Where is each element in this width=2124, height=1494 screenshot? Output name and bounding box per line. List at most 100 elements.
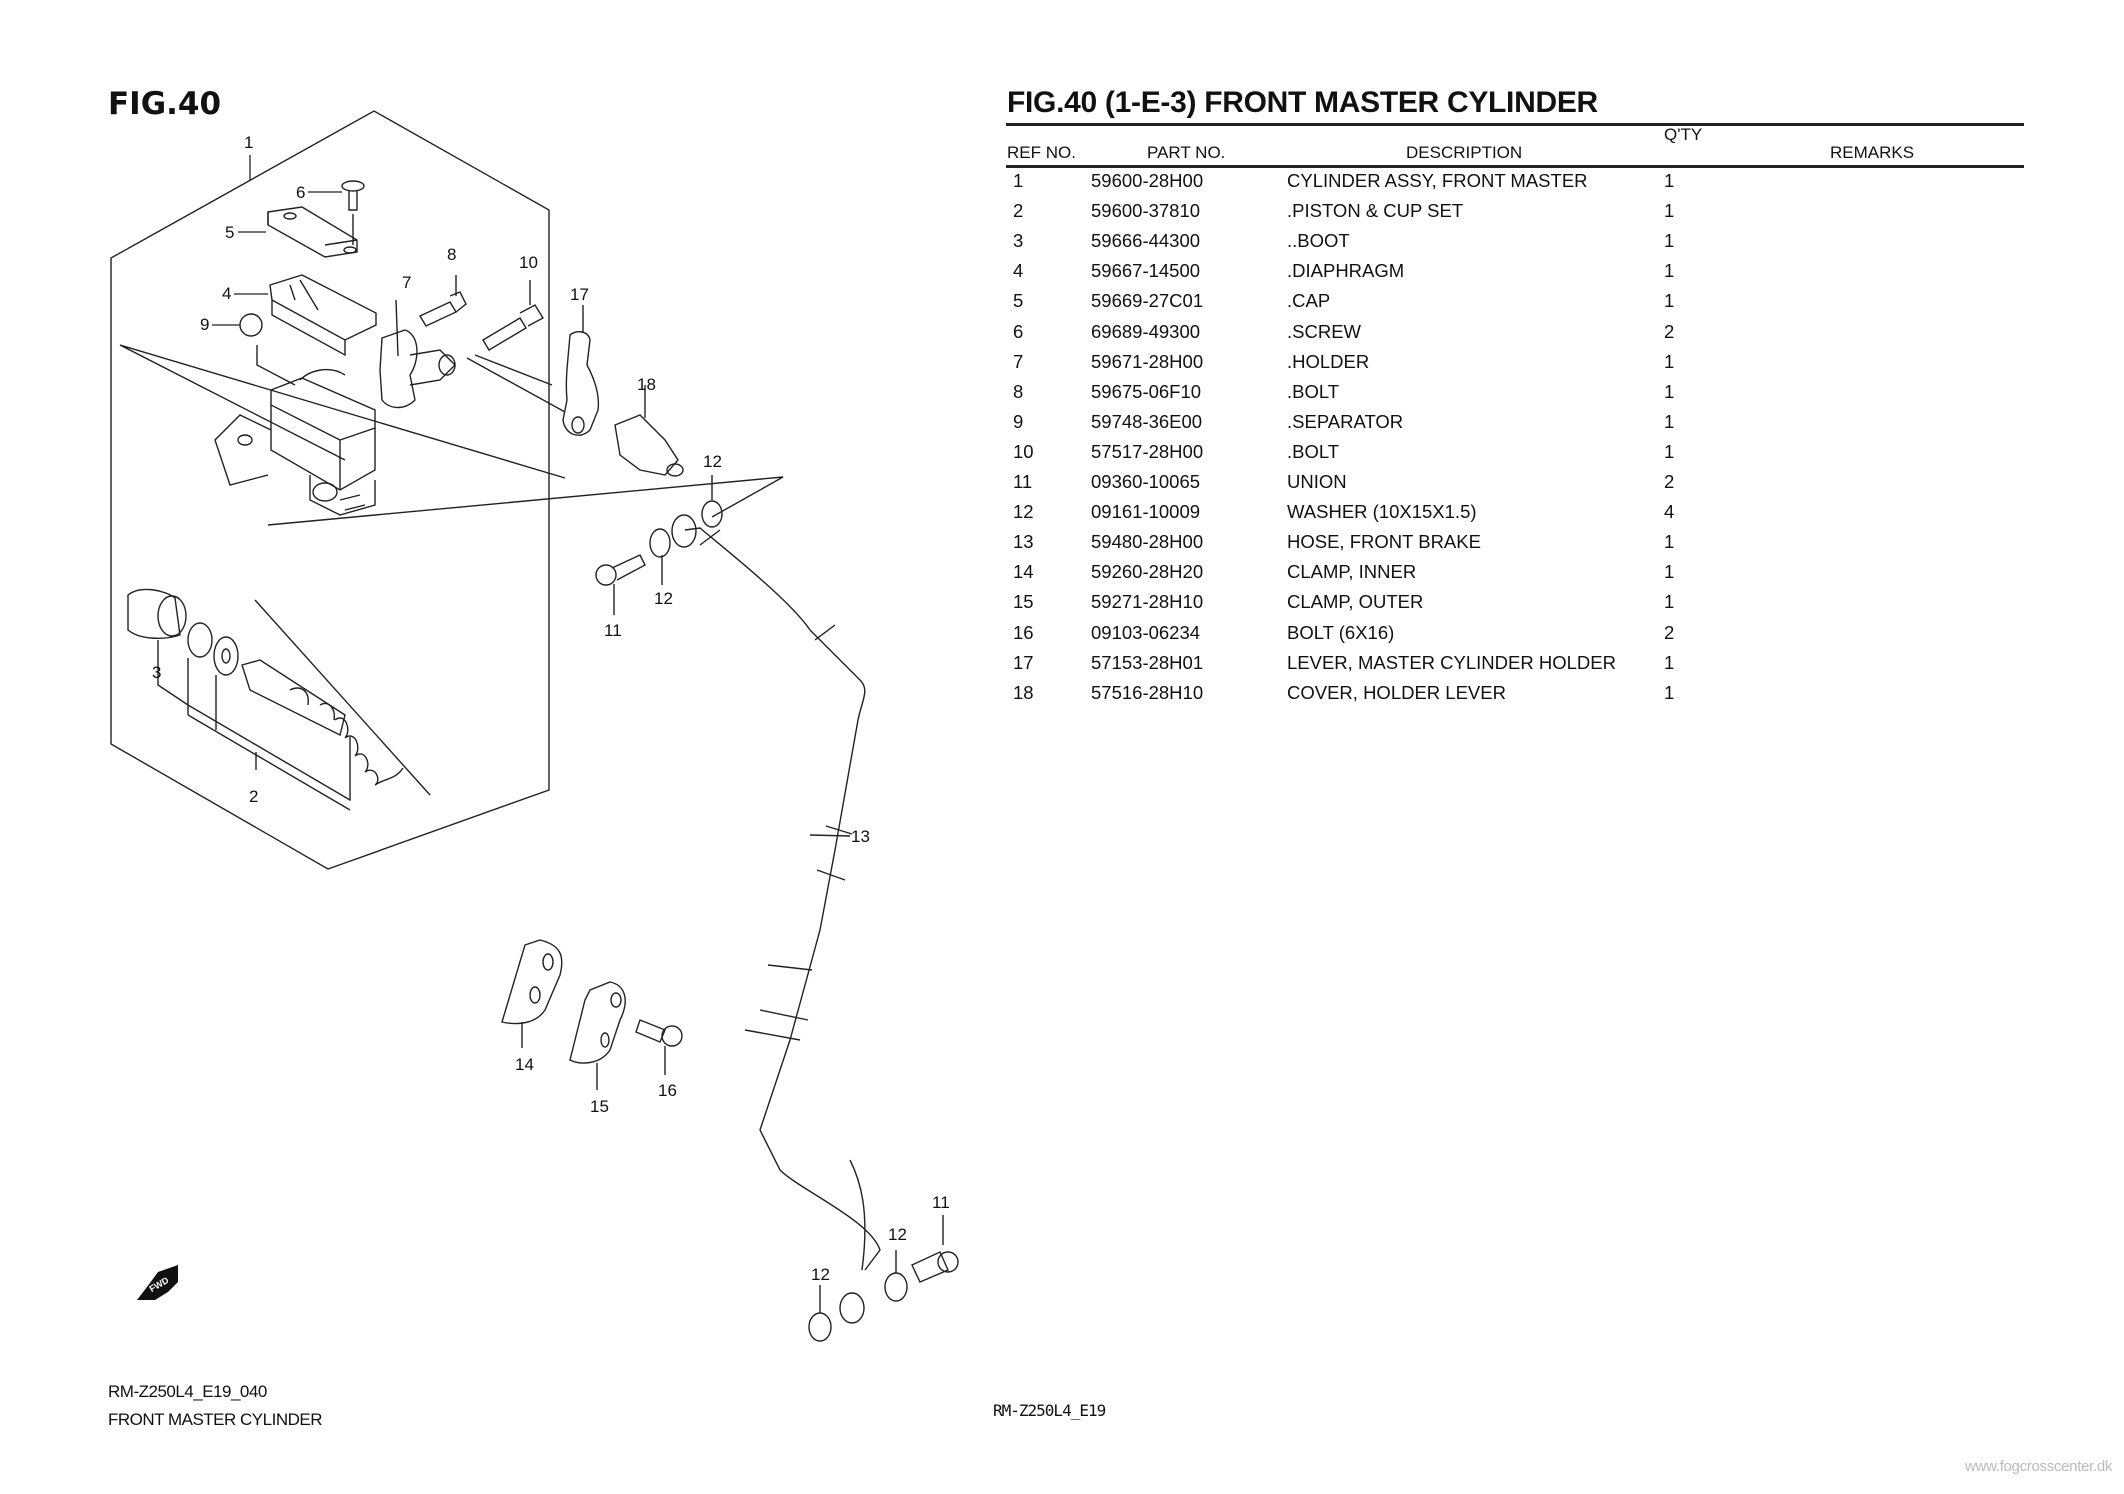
ref-no-cell: 6 <box>1013 320 1024 342</box>
description-cell: .PISTON & CUP SET <box>1287 200 1464 222</box>
qty-cell: 2 <box>1664 471 1675 492</box>
callout: 4 <box>222 284 231 303</box>
callout: 8 <box>447 245 456 264</box>
banjo-part <box>671 514 697 548</box>
callout: 18 <box>637 375 656 394</box>
brake-hose-part <box>684 527 881 1271</box>
qty-cell: 1 <box>1664 681 1675 703</box>
clamp-outer-part <box>569 981 626 1090</box>
qty-cell: 4 <box>1664 501 1675 523</box>
description-cell: .CAP <box>1287 290 1331 312</box>
header-ref-no: REF NO. <box>1007 143 1076 162</box>
description-cell: .SEPARATOR <box>1287 410 1404 432</box>
ref-no-cell: 7 <box>1013 350 1024 372</box>
description-cell: .BOLT <box>1287 440 1340 462</box>
qty-cell: 1 <box>1664 170 1675 191</box>
cap-part <box>267 206 358 258</box>
part-no-cell: 57153-28H01 <box>1091 651 1204 673</box>
description-cell: BOLT (6X16) <box>1287 621 1395 643</box>
callout: 12 <box>654 589 673 608</box>
qty-cell: 1 <box>1664 591 1675 613</box>
figure-label: FIG.40 <box>108 86 222 122</box>
table-row: 18 57516-28H10 COVER, HOLDER LEVER 1 <box>1006 682 1906 712</box>
qty-cell: 1 <box>1664 531 1675 553</box>
callout-labels: 1 6 5 4 9 7 8 10 17 18 12 12 11 3 2 13 1… <box>152 133 950 1284</box>
callout: 11 <box>932 1193 950 1212</box>
qty-cell: 1 <box>1664 651 1675 673</box>
header-part-no: PART NO. <box>1147 143 1226 162</box>
footer-page-name: FRONT MASTER CYLINDER <box>108 1410 323 1429</box>
qty-cell: 1 <box>1664 290 1675 312</box>
washer-12-part <box>808 1312 832 1342</box>
callout: 15 <box>590 1097 609 1116</box>
fwd-arrow-icon: FWD <box>137 1265 178 1300</box>
description-cell: HOSE, FRONT BRAKE <box>1287 531 1481 553</box>
qty-cell: 2 <box>1664 320 1675 342</box>
ref-no-cell: 4 <box>1013 260 1024 282</box>
qty-cell: 2 <box>1664 621 1675 643</box>
description-cell: CYLINDER ASSY, FRONT MASTER <box>1287 170 1588 191</box>
spring-part <box>334 717 404 786</box>
description-cell: ..BOOT <box>1287 230 1350 252</box>
callout: 9 <box>200 315 209 334</box>
ref-no-cell: 1 <box>1013 170 1024 191</box>
description-cell: .HOLDER <box>1287 350 1370 372</box>
part-no-cell: 57516-28H10 <box>1091 681 1204 703</box>
washer-12-part <box>649 528 671 558</box>
ref-no-cell: 5 <box>1013 290 1024 312</box>
table-row: 12 09161-10009 WASHER (10X15X1.5) 4 <box>1006 501 1906 531</box>
union-part <box>595 554 646 615</box>
footer-page-code: RM-Z250L4_E19_040 <box>108 1382 267 1401</box>
description-cell: COVER, HOLDER LEVER <box>1287 681 1506 703</box>
table-row: 6 69689-49300 .SCREW 2 <box>1006 321 1906 351</box>
description-cell: UNION <box>1287 471 1347 492</box>
description-cell: .SCREW <box>1287 320 1361 342</box>
description-cell: .BOLT <box>1287 380 1340 402</box>
clamp-inner-part <box>501 939 563 1048</box>
union-bottom-part <box>911 1215 959 1283</box>
part-no-cell: 59669-27C01 <box>1091 290 1204 312</box>
description-cell: CLAMP, OUTER <box>1287 591 1424 613</box>
part-no-cell: 59671-28H00 <box>1091 350 1204 372</box>
lever-part <box>562 305 600 436</box>
ref-no-cell: 8 <box>1013 380 1024 402</box>
part-no-cell: 69689-49300 <box>1091 320 1201 342</box>
qty-cell: 1 <box>1664 380 1675 402</box>
ref-no-cell: 15 <box>1013 591 1034 613</box>
description-cell: WASHER (10X15X1.5) <box>1287 501 1477 523</box>
callout: 12 <box>888 1225 907 1244</box>
part-no-cell: 59480-28H00 <box>1091 531 1204 553</box>
part-no-cell: 09360-10065 <box>1091 471 1201 492</box>
ref-no-cell: 18 <box>1013 681 1034 703</box>
footer-model: RM-Z250L4_E19 <box>993 1401 1106 1420</box>
cylinder-body-part <box>214 368 376 516</box>
holder-part <box>379 299 456 409</box>
qty-cell: 1 <box>1664 561 1675 583</box>
callout: 16 <box>658 1081 677 1100</box>
callout: 2 <box>249 787 258 806</box>
callout: 12 <box>811 1265 830 1284</box>
part-no-cell: 09161-10009 <box>1091 501 1201 523</box>
ref-no-cell: 9 <box>1013 410 1024 432</box>
ref-no-cell: 10 <box>1013 440 1034 462</box>
part-no-cell: 59666-44300 <box>1091 230 1201 252</box>
description-cell: CLAMP, INNER <box>1287 561 1417 583</box>
washer-12-part <box>884 1272 908 1302</box>
qty-cell: 1 <box>1664 410 1675 432</box>
ref-no-cell: 12 <box>1013 501 1034 523</box>
callout: 17 <box>570 285 589 304</box>
boot-part <box>127 588 189 706</box>
ref-no-cell: 13 <box>1013 531 1034 553</box>
part-no-cell: 09103-06234 <box>1091 621 1201 643</box>
header-remarks: REMARKS <box>1830 143 1915 162</box>
callout: 10 <box>519 253 538 272</box>
header-qty: Q'TY <box>1664 125 1703 144</box>
description-cell: .DIAPHRAGM <box>1287 260 1405 282</box>
